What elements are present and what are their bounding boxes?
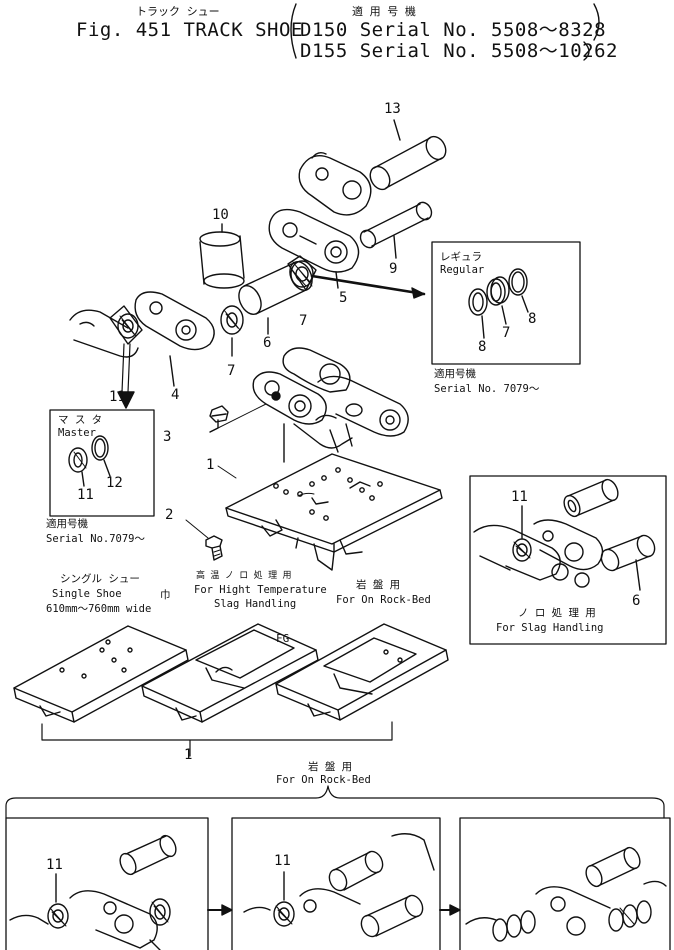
svg-text:FG: FG (276, 632, 289, 645)
nut-3-drawing (209, 403, 267, 433)
pin-9-drawing (359, 201, 433, 259)
master-seal-rings (68, 435, 111, 487)
high-temp-label-line2: Slag Handling (214, 598, 297, 610)
regular-label: Regular (440, 264, 485, 276)
single-shoe-label: Single Shoe (52, 588, 122, 600)
title-japanese: トラック シュー (136, 5, 220, 18)
central-link-assembly-drawing (252, 347, 409, 463)
callout-3: 3 (163, 429, 172, 445)
seal-7-upper-drawing (287, 255, 317, 291)
bottom-panel-2-drawing (243, 833, 435, 938)
upper-link-drawing (298, 151, 372, 216)
figure-title: Fig. 451 TRACK SHOE (76, 19, 303, 41)
master-part-11: 11 (77, 487, 94, 503)
callout-6: 6 (263, 335, 272, 351)
bottom-panel-1-frame (5, 817, 209, 950)
callout-10: 10 (212, 207, 229, 223)
rock-bed-label-2: For On Rock-Bed (276, 774, 371, 786)
bottom-panel-2-frame (231, 817, 441, 950)
callout-1-group: 1 (184, 747, 193, 763)
pin-13-drawing (369, 119, 447, 191)
master-seal-box (49, 409, 155, 517)
regular-part-7: 7 (502, 325, 511, 341)
rock-bed-shoe-drawing (275, 623, 449, 721)
width-label: 610mm～760mm wide (46, 603, 152, 615)
callout-7-lower: 7 (227, 363, 236, 379)
slag-shoe-drawing: FG (141, 623, 319, 723)
title-serial-line2: D155 Serial No. 5508～10262 (300, 40, 618, 62)
bottom-panel-1-part-11: 11 (46, 857, 63, 873)
regular-seal-rings (468, 268, 529, 339)
single-shoe-label-japanese: シングル シュー (60, 573, 140, 585)
slag-handling-box (469, 475, 667, 645)
applicable-models-japanese: 適 用 号 機 (352, 5, 416, 18)
title-serial-line1: D150 Serial No. 5508～8328 (300, 19, 607, 41)
bottom-panel-3-drawing (465, 846, 667, 942)
callout-13: 13 (384, 101, 401, 117)
callout-9: 9 (389, 261, 398, 277)
high-temp-label-japanese: 高 温 ノ ロ 処 理 用 (196, 571, 292, 581)
callout-11-slag: 11 (511, 489, 528, 505)
rock-bed-label-2-japanese: 岩 盤 用 (308, 761, 353, 773)
link-4-drawing (69, 291, 215, 387)
regular-label-japanese: レギュラ (440, 251, 482, 263)
bottom-panel-2-part-11: 11 (274, 853, 291, 869)
callout-5: 5 (339, 290, 348, 306)
master-label-japanese: マ ス タ (58, 414, 103, 426)
master-label: Master (58, 427, 96, 439)
bushing-10-drawing (199, 223, 245, 289)
bottom-panel-3-frame (459, 817, 671, 950)
regular-serial: Serial No. 7079～ (434, 383, 540, 395)
rock-bed-label: For On Rock-Bed (336, 594, 431, 606)
callout-2: 2 (165, 507, 174, 523)
seal-7-lower-drawing (220, 305, 244, 357)
regular-part-8-left: 8 (478, 339, 487, 355)
track-shoe-main-drawing (217, 453, 443, 571)
single-shoe-drawing (13, 625, 189, 723)
bottom-panel-1-drawing (9, 834, 177, 950)
bolt-2-drawing (185, 519, 223, 561)
slag-handling-label: For Slag Handling (496, 622, 604, 634)
bushing-6-drawing (238, 261, 313, 335)
regular-seal-box (431, 241, 581, 365)
high-temp-label-line1: For Hight Temperature (194, 584, 327, 596)
callout-6-slag: 6 (632, 593, 641, 609)
rock-bed-label-japanese: 岩 盤 用 (356, 579, 401, 591)
master-serial-japanese: 適用号機 (46, 518, 88, 530)
seal-11-on-link-drawing (109, 305, 143, 409)
callout-4: 4 (171, 387, 180, 403)
width-label-japanese: 巾 (160, 589, 171, 601)
master-serial: Serial No.7079～ (46, 533, 146, 545)
regular-part-8-right: 8 (528, 311, 537, 327)
callout-1-main: 1 (206, 457, 215, 473)
master-part-12: 12 (106, 475, 123, 491)
slag-handling-drawing (473, 478, 656, 591)
regular-serial-japanese: 適用号機 (434, 368, 476, 380)
callout-7-upper: 7 (299, 313, 308, 329)
slag-handling-label-japanese: ノ ロ 処 理 用 (518, 607, 596, 619)
callout-11: 11 (109, 389, 126, 405)
